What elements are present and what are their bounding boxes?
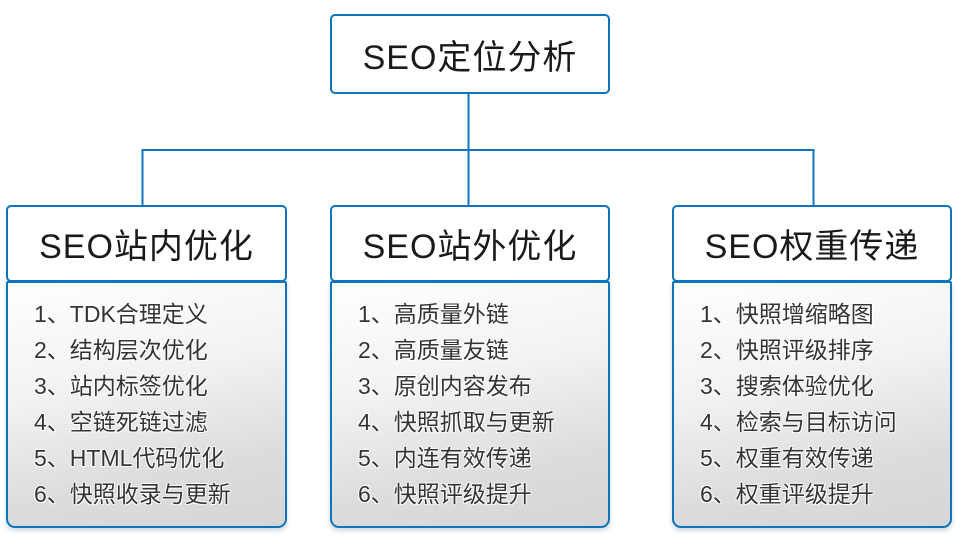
column-body: 1、快照增缩略图 2、快照评级排序 3、搜索体验优化 4、检索与目标访问 5、权…	[672, 281, 952, 528]
list-item: 5、权重有效传递	[700, 445, 874, 471]
column-offsite-optimization: SEO站外优化 1、高质量外链 2、高质量友链 3、原创内容发布 4、快照抓取与…	[330, 205, 610, 528]
column-header: SEO站内优化	[6, 205, 287, 282]
list-item: 2、结构层次优化	[34, 337, 208, 363]
list-item: 3、搜索体验优化	[700, 373, 874, 399]
column-header: SEO权重传递	[672, 205, 952, 282]
list-item: 3、站内标签优化	[34, 373, 208, 399]
list-item: 5、内连有效传递	[358, 445, 532, 471]
column-body: 1、高质量外链 2、高质量友链 3、原创内容发布 4、快照抓取与更新 5、内连有…	[330, 281, 610, 528]
column-title: SEO站内优化	[39, 228, 254, 266]
list-item: 6、权重评级提升	[700, 481, 874, 507]
list-item: 3、原创内容发布	[358, 373, 532, 399]
column-body: 1、TDK合理定义 2、结构层次优化 3、站内标签优化 4、空链死链过滤 5、H…	[6, 281, 287, 528]
column-weight-transfer: SEO权重传递 1、快照增缩略图 2、快照评级排序 3、搜索体验优化 4、检索与…	[672, 205, 952, 528]
list-item: 1、TDK合理定义	[34, 301, 208, 327]
list-item: 2、高质量友链	[358, 337, 509, 363]
list-item: 6、快照评级提升	[358, 481, 532, 507]
list-item: 2、快照评级排序	[700, 337, 874, 363]
list-item: 4、检索与目标访问	[700, 409, 897, 435]
list-item: 6、快照收录与更新	[34, 481, 231, 507]
column-onsite-optimization: SEO站内优化 1、TDK合理定义 2、结构层次优化 3、站内标签优化 4、空链…	[6, 205, 287, 528]
column-header: SEO站外优化	[330, 205, 610, 282]
column-title: SEO权重传递	[704, 228, 920, 266]
list-item: 1、高质量外链	[358, 301, 509, 327]
root-title: SEO定位分析	[362, 38, 578, 77]
column-title: SEO站外优化	[362, 228, 578, 266]
root-node: SEO定位分析	[330, 14, 610, 94]
list-item: 4、空链死链过滤	[34, 409, 208, 435]
list-item: 1、快照增缩略图	[700, 301, 874, 327]
list-item: 4、快照抓取与更新	[358, 409, 555, 435]
list-item: 5、HTML代码优化	[34, 445, 225, 471]
